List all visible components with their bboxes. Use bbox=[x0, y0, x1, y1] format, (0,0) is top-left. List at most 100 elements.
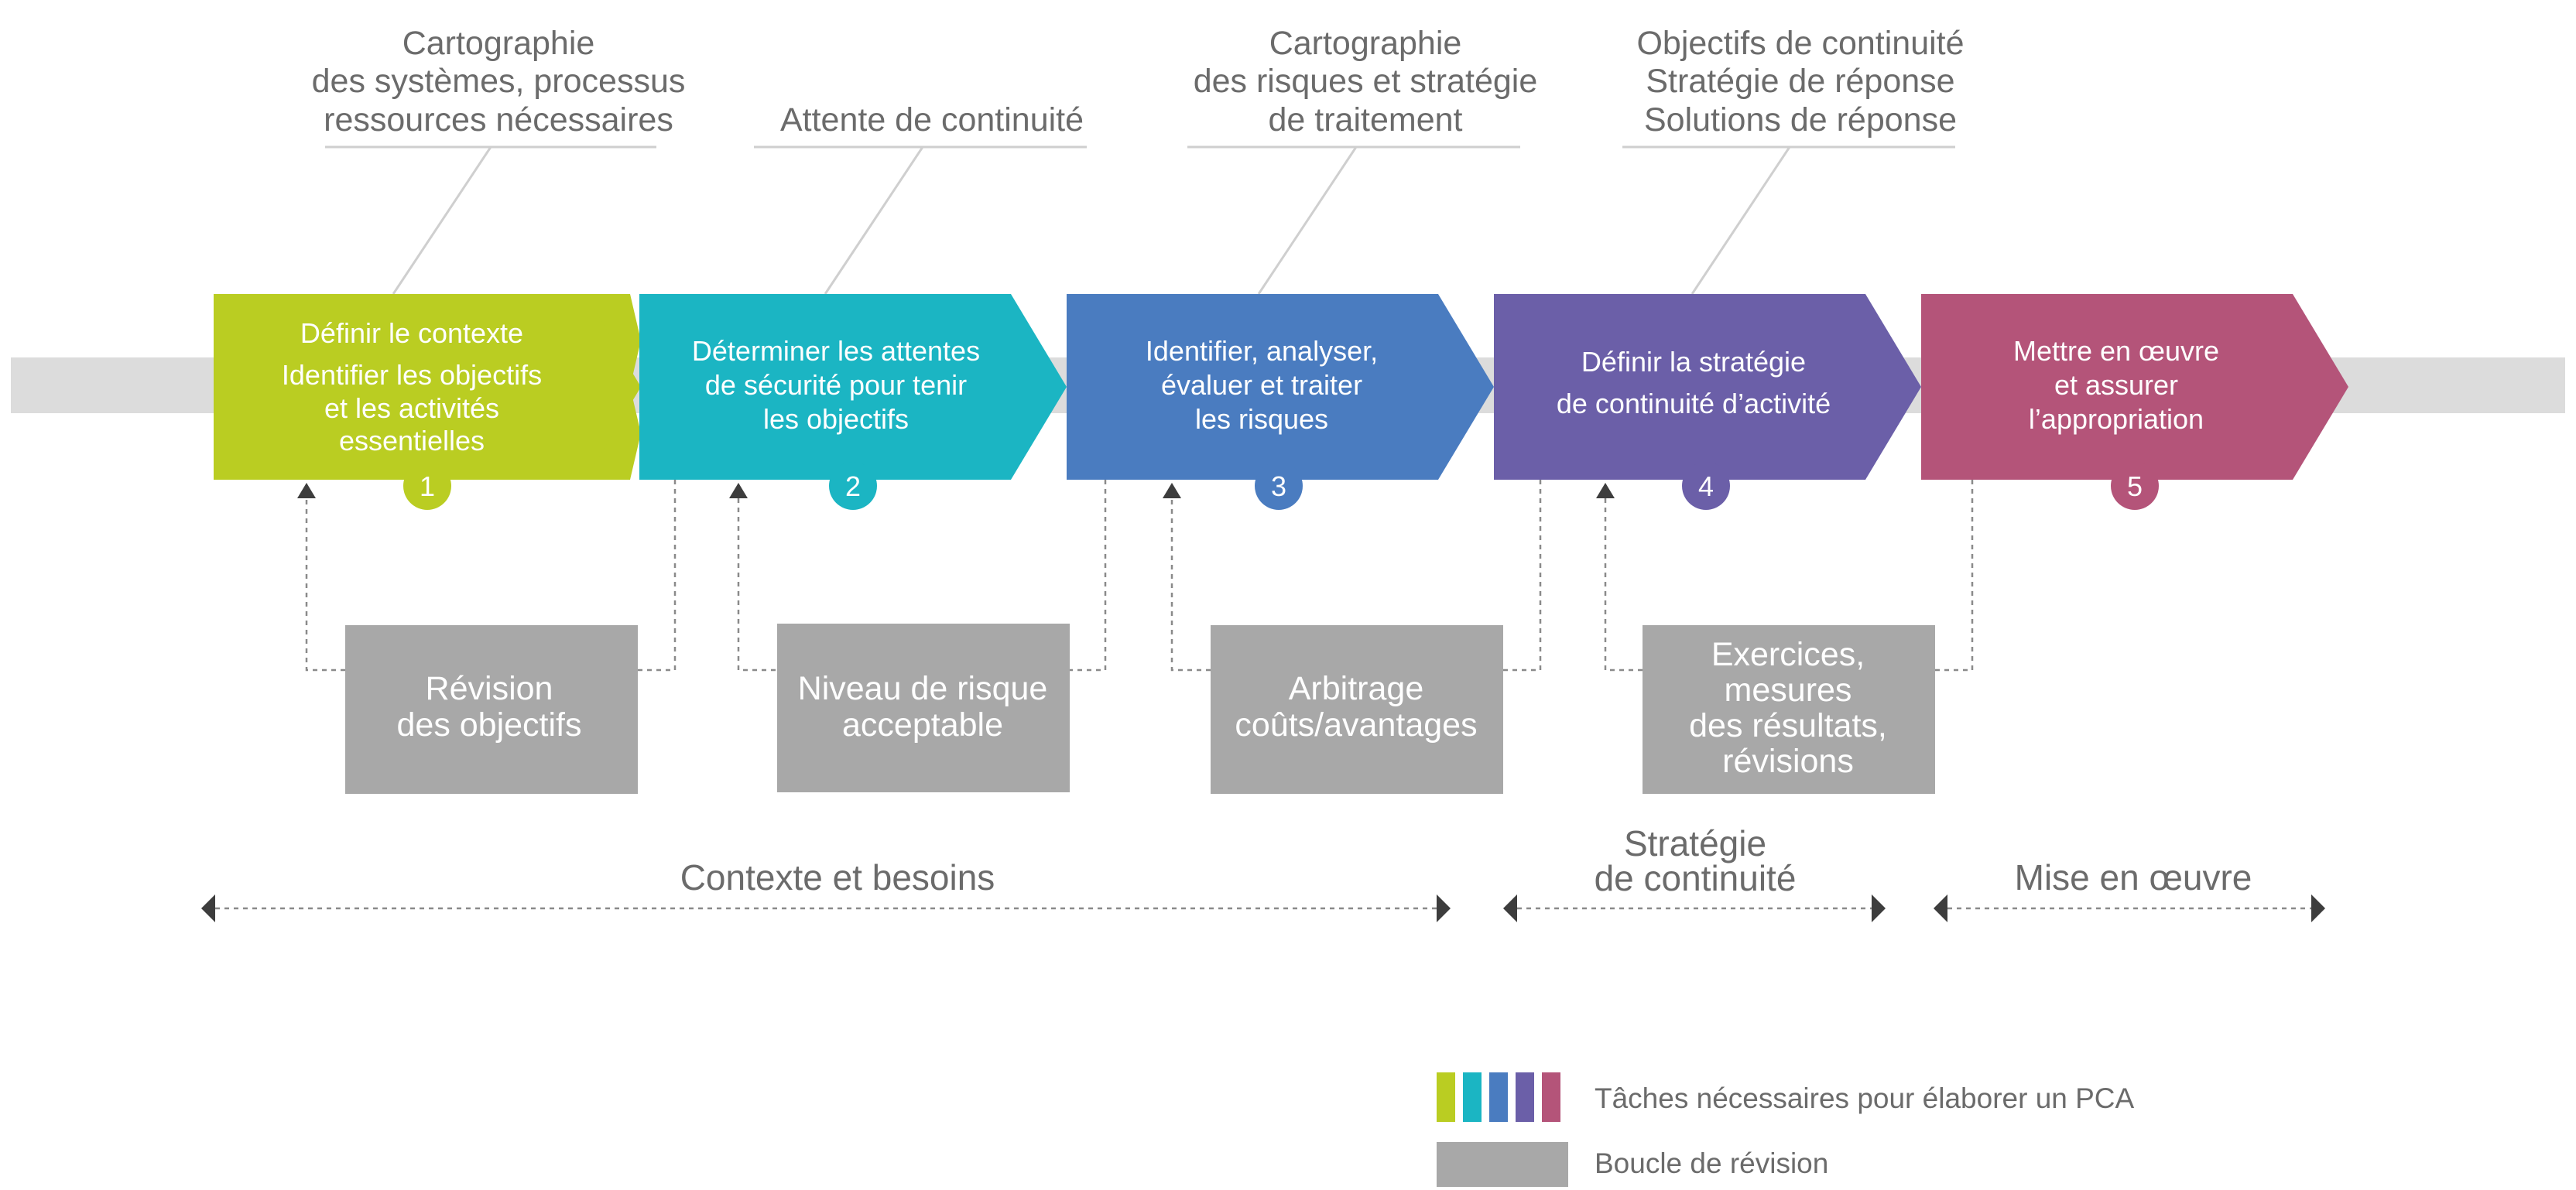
step-1-line: Identifier les objectifs bbox=[282, 359, 542, 391]
annotation-leader-line bbox=[824, 146, 924, 295]
review-box-2-line: acceptable bbox=[842, 706, 1003, 744]
review-box-2-line: Niveau de risque bbox=[798, 670, 1048, 707]
review-box-3-bg bbox=[1211, 625, 1503, 794]
phase-arrow-left bbox=[1503, 894, 1517, 922]
step-1-line: et les activités bbox=[324, 392, 499, 424]
annotation-line: de traitement bbox=[1269, 101, 1463, 138]
step-3-chevron bbox=[1067, 294, 1494, 480]
step-5-chevron bbox=[1921, 294, 2348, 480]
review-box-4-line: des résultats, bbox=[1689, 707, 1887, 744]
phase-continuity-strategy: Stratégie de continuité bbox=[1503, 823, 1886, 922]
step-4-number: 4 bbox=[1698, 470, 1714, 502]
review-box-4: Exercices, mesures des résultats, révisi… bbox=[1643, 625, 1935, 794]
step-4-line: Définir la stratégie bbox=[1581, 346, 1806, 378]
phase-label: Stratégie bbox=[1624, 823, 1766, 863]
phase-implementation: Mise en œuvre bbox=[1934, 857, 2325, 922]
phase-arrow-right bbox=[2311, 894, 2325, 922]
annotation-line: des risques et stratégie bbox=[1194, 63, 1538, 100]
annotation-leader-line bbox=[392, 146, 492, 295]
annotation-line: ressources nécessaires bbox=[324, 101, 673, 138]
review-loop-arrowhead bbox=[1596, 483, 1615, 498]
phase-arrow-right bbox=[1872, 894, 1886, 922]
step-2: Déterminer les attentes de sécurité pour… bbox=[639, 294, 1067, 510]
step-1: Définir le contexte Identifier les objec… bbox=[214, 294, 641, 510]
review-loop-arrowhead bbox=[729, 483, 748, 498]
legend-task-swatches bbox=[1437, 1072, 1560, 1122]
step-2-chevron bbox=[639, 294, 1067, 480]
review-box-4-line: mesures bbox=[1725, 672, 1852, 709]
step-4: Définir la stratégie de continuité d’act… bbox=[1494, 294, 1921, 510]
phase-label: Mise en œuvre bbox=[2015, 857, 2252, 898]
annotation-line: des systèmes, processus bbox=[312, 63, 686, 100]
legend-review-swatch bbox=[1437, 1142, 1568, 1187]
step-1-chevron bbox=[214, 294, 641, 480]
step-5-line: l’appropriation bbox=[2029, 403, 2204, 435]
step-2-number: 2 bbox=[845, 470, 861, 502]
step-4-chevron bbox=[1494, 294, 1921, 480]
annotation-line: Cartographie bbox=[1269, 25, 1462, 62]
step-4-number-badge bbox=[1682, 462, 1730, 510]
legend: Tâches nécessaires pour élaborer un PCA … bbox=[1437, 1072, 2135, 1187]
step-3-line: les risques bbox=[1195, 403, 1328, 435]
top-annotation-4: Objectifs de continuité Stratégie de rép… bbox=[1622, 25, 1965, 295]
phase-label: de continuité bbox=[1595, 858, 1797, 898]
step-2-number-badge bbox=[829, 462, 877, 510]
review-box-3-line: Arbitrage bbox=[1289, 670, 1423, 707]
annotation-line: Cartographie bbox=[402, 25, 595, 62]
step-3-number-badge bbox=[1255, 462, 1303, 510]
review-box-4-line: révisions bbox=[1722, 743, 1854, 780]
review-box-1: Révision des objectifs bbox=[345, 625, 638, 794]
phase-arrow-right bbox=[1437, 894, 1451, 922]
annotation-leader-line bbox=[1690, 146, 1791, 295]
step-1-number-badge bbox=[403, 462, 451, 510]
step-3-number: 3 bbox=[1271, 470, 1286, 502]
review-box-3-line: coûts/avantages bbox=[1235, 706, 1477, 744]
review-box-1-line: Révision bbox=[426, 670, 553, 707]
review-loop-arrowhead bbox=[297, 483, 316, 498]
step-5-line: Mettre en œuvre bbox=[2013, 335, 2219, 367]
step-1-tip bbox=[585, 294, 641, 480]
phase-context-needs: Contexte et besoins bbox=[201, 857, 1451, 922]
top-annotation-2: Attente de continuité bbox=[754, 101, 1087, 295]
annotation-line: Solutions de réponse bbox=[1644, 101, 1957, 138]
review-box-3: Arbitrage coûts/avantages bbox=[1211, 625, 1503, 794]
review-box-4-bg bbox=[1643, 625, 1935, 794]
legend-tasks-label: Tâches nécessaires pour élaborer un PCA bbox=[1595, 1082, 2135, 1114]
step-2-line: Déterminer les attentes bbox=[692, 335, 980, 367]
annotation-line: Stratégie de réponse bbox=[1646, 63, 1954, 100]
review-loop-arrowhead bbox=[1163, 483, 1181, 498]
annotation-leader-line bbox=[1257, 146, 1358, 295]
annotation-line: Attente de continuité bbox=[780, 101, 1084, 138]
phase-arrow-left bbox=[1934, 894, 1947, 922]
review-box-1-bg bbox=[345, 625, 638, 794]
review-box-4-line: Exercices, bbox=[1711, 636, 1865, 673]
legend-swatch-step-2 bbox=[1463, 1072, 1482, 1122]
step-3: Identifier, analyser, évaluer et traiter… bbox=[1067, 294, 1494, 510]
step-1-number: 1 bbox=[420, 470, 435, 502]
legend-swatch-step-4 bbox=[1516, 1072, 1534, 1122]
legend-swatch-step-1 bbox=[1437, 1072, 1455, 1122]
step-3-line: évaluer et traiter bbox=[1161, 369, 1362, 401]
step-4-line: de continuité d’activité bbox=[1557, 388, 1831, 419]
step-1-line: Définir le contexte bbox=[300, 317, 523, 349]
step-2-line: de sécurité pour tenir bbox=[705, 369, 967, 401]
review-box-2-bg bbox=[777, 624, 1070, 792]
review-box-1-line: des objectifs bbox=[396, 706, 581, 744]
step-3-line: Identifier, analyser, bbox=[1146, 335, 1378, 367]
top-annotation-3: Cartographie des risques et stratégie de… bbox=[1187, 25, 1538, 295]
step-5-number: 5 bbox=[2127, 470, 2143, 502]
phase-arrow-left bbox=[201, 894, 215, 922]
phase-label: Contexte et besoins bbox=[680, 857, 995, 898]
legend-review-label: Boucle de révision bbox=[1595, 1147, 1828, 1179]
top-annotation-1: Cartographie des systèmes, processus res… bbox=[312, 25, 686, 295]
step-5: Mettre en œuvre et assurer l’appropriati… bbox=[1921, 294, 2348, 510]
legend-swatch-step-3 bbox=[1489, 1072, 1508, 1122]
step-1-line: essentielles bbox=[339, 425, 485, 457]
annotation-line: Objectifs de continuité bbox=[1636, 25, 1964, 62]
step-2-line: les objectifs bbox=[763, 403, 909, 435]
legend-swatch-step-5 bbox=[1542, 1072, 1560, 1122]
step-5-number-badge bbox=[2111, 462, 2159, 510]
review-box-2: Niveau de risque acceptable bbox=[777, 624, 1070, 792]
step-5-line: et assurer bbox=[2054, 369, 2178, 401]
